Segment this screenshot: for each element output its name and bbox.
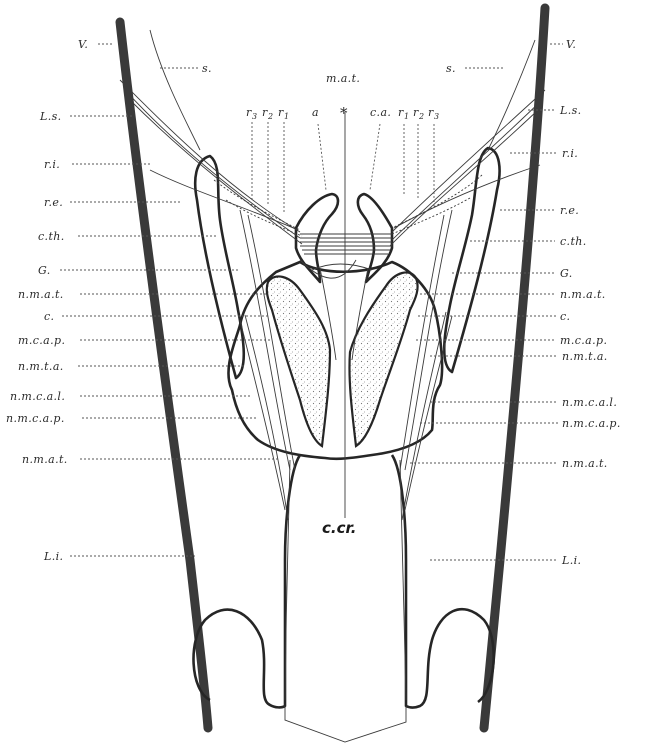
label-right-nmcal: n.m.c.a.l. — [562, 396, 617, 409]
label-right-c: c. — [560, 310, 570, 323]
label-left-nmat2: n.m.a.t. — [22, 453, 68, 466]
label-asterisk: * — [340, 104, 348, 122]
label-right-Ls: L.s. — [559, 104, 582, 117]
label-left-ri: r.i. — [44, 158, 60, 171]
label-right-V: V. — [566, 38, 576, 51]
labels-top: s. s. m.a.t. * a c.a. r 3 r 2 r 1 r 1 r … — [202, 62, 456, 122]
label-left-nmta: n.m.t.a. — [18, 360, 64, 373]
label-left-nmcal: n.m.c.a.l. — [10, 390, 65, 403]
transverse-bundle — [300, 234, 392, 254]
label-right-cth: c.th. — [560, 235, 587, 248]
label-left-nmat1: n.m.a.t. — [18, 288, 64, 301]
left-leader-lines — [60, 44, 280, 556]
top-leader-lines — [160, 68, 505, 212]
label-left-cth: c.th. — [38, 230, 65, 243]
labels-left: V. L.s. r.i. r.e. c.th. G. n.m.a.t. c. m… — [6, 38, 88, 563]
label-right-ri: r.i. — [562, 147, 578, 160]
label-r2-left-sub: 2 — [267, 112, 274, 121]
label-a: a — [312, 106, 319, 119]
label-right-nmat2: n.m.a.t. — [562, 457, 608, 470]
labels-right: V. L.s. r.i. r.e. c.th. G. n.m.a.t. c. m… — [559, 38, 621, 567]
label-right-nmta: n.m.t.a. — [562, 350, 608, 363]
right-thick-vessel — [484, 8, 545, 728]
left-process-outline — [195, 156, 244, 378]
label-left-c: c. — [44, 310, 54, 323]
label-right-re: r.e. — [560, 204, 579, 217]
label-r3-left-sub: 3 — [252, 112, 258, 121]
label-right-Li: L.i. — [561, 554, 581, 567]
label-mat: m.a.t. — [326, 72, 360, 85]
nerve-fibers — [120, 30, 545, 520]
label-right-nmcap: n.m.c.a.p. — [562, 417, 621, 430]
label-left-re: r.e. — [44, 196, 63, 209]
label-left-V: V. — [78, 38, 88, 51]
left-stippled-plate — [267, 276, 330, 446]
label-right-G: G. — [560, 267, 573, 280]
label-left-mcap: m.c.a.p. — [18, 334, 65, 347]
label-left-Li: L.i. — [43, 550, 63, 563]
label-left-nmcap: n.m.c.a.p. — [6, 412, 65, 425]
label-r1-left-sub: 1 — [284, 112, 290, 121]
label-left-G: G. — [38, 264, 51, 277]
label-s-left: s. — [202, 62, 212, 75]
label-r1-right-sub: 1 — [404, 112, 410, 121]
trunk-base — [285, 706, 406, 742]
label-ca: c.a. — [370, 106, 391, 119]
right-process-outline — [444, 148, 499, 372]
label-center-ccr: c.cr. — [322, 519, 356, 537]
label-right-mcap: m.c.a.p. — [560, 334, 607, 347]
label-right-nmat1: n.m.a.t. — [560, 288, 606, 301]
label-r2-right-sub: 2 — [418, 112, 425, 121]
label-s-right: s. — [446, 62, 456, 75]
left-thick-vessel — [120, 22, 208, 728]
label-r3-right-sub: 3 — [434, 112, 440, 121]
label-left-Ls: L.s. — [39, 110, 62, 123]
